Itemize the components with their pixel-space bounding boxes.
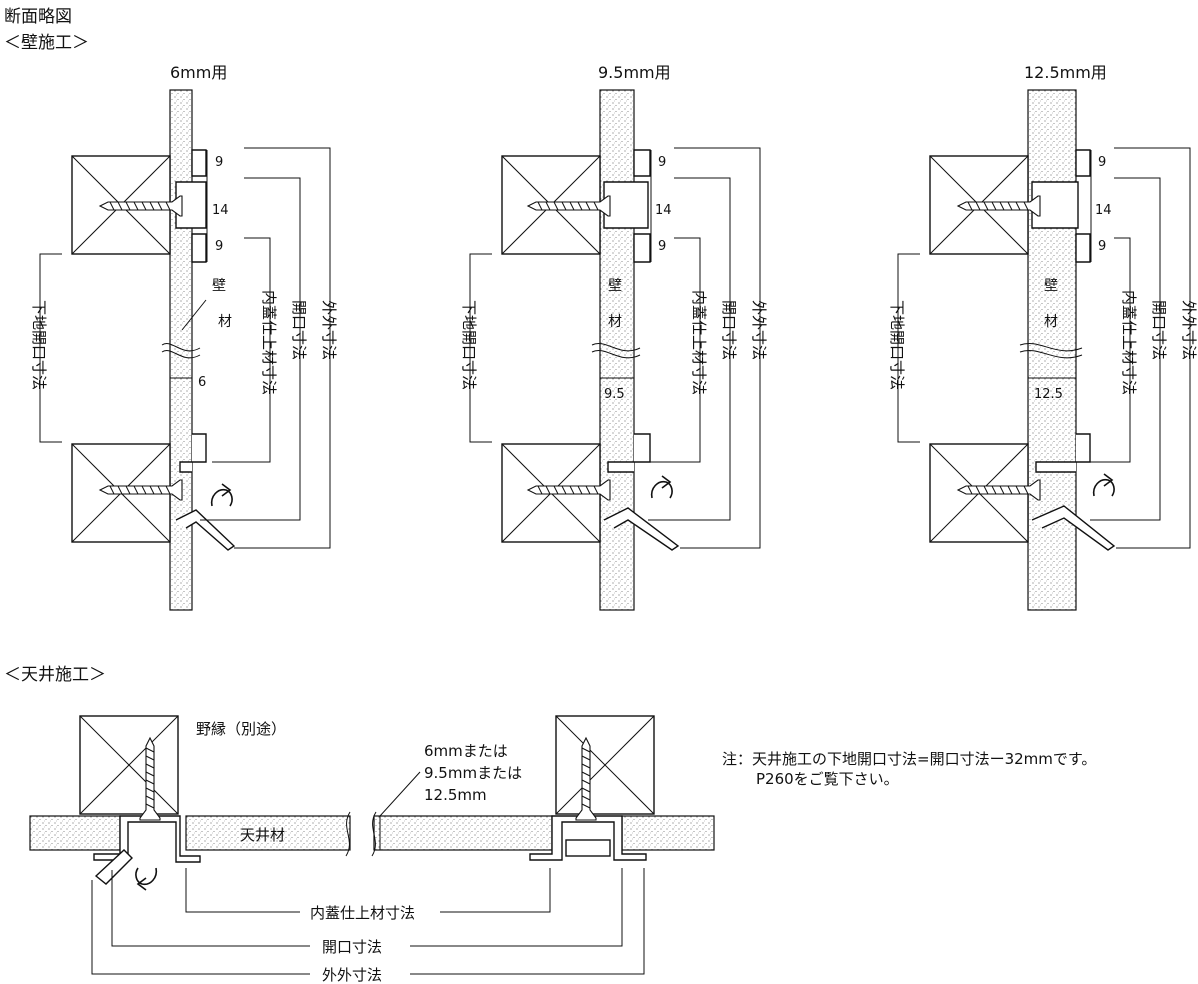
svg-text:内蓋仕上材寸法: 内蓋仕上材寸法 bbox=[1120, 290, 1138, 395]
svg-text:9.5: 9.5 bbox=[604, 387, 625, 402]
svg-text:9: 9 bbox=[658, 239, 666, 254]
svg-text:開口寸法: 開口寸法 bbox=[290, 300, 308, 360]
panel-size-label: 6mm用 bbox=[170, 63, 227, 82]
wall-panel-6mm: 6mm用 9 14 9 壁 材 6 下地開口寸法 内蓋仕上材寸法 bbox=[30, 63, 338, 611]
svg-text:材: 材 bbox=[218, 314, 232, 330]
svg-text:壁: 壁 bbox=[1044, 278, 1058, 294]
svg-text:下地開口寸法: 下地開口寸法 bbox=[888, 300, 906, 390]
svg-text:内蓋仕上材寸法: 内蓋仕上材寸法 bbox=[690, 290, 708, 395]
note-line-1: 注：天井施工の下地開口寸法=開口寸法ー32mmです。 bbox=[722, 750, 1096, 768]
svg-text:9: 9 bbox=[658, 155, 666, 170]
svg-text:材: 材 bbox=[608, 314, 622, 330]
svg-text:開口寸法: 開口寸法 bbox=[322, 938, 382, 956]
svg-text:下地開口寸法: 下地開口寸法 bbox=[30, 300, 48, 390]
panel-size-label: 9.5mm用 bbox=[598, 63, 671, 82]
svg-text:外外寸法: 外外寸法 bbox=[1180, 300, 1198, 360]
svg-text:野縁（別途）: 野縁（別途） bbox=[196, 720, 286, 738]
svg-text:12.5: 12.5 bbox=[1034, 387, 1063, 402]
svg-text:内蓋仕上材寸法: 内蓋仕上材寸法 bbox=[310, 904, 415, 922]
svg-text:9: 9 bbox=[1098, 239, 1106, 254]
svg-text:開口寸法: 開口寸法 bbox=[1150, 300, 1168, 360]
svg-text:9: 9 bbox=[215, 155, 223, 170]
note-line-2: P260をご覧下さい。 bbox=[756, 770, 899, 788]
svg-text:14: 14 bbox=[1095, 203, 1112, 218]
svg-text:下地開口寸法: 下地開口寸法 bbox=[460, 300, 478, 390]
svg-text:外外寸法: 外外寸法 bbox=[750, 300, 768, 360]
panel-size-label: 12.5mm用 bbox=[1024, 63, 1107, 82]
svg-text:9: 9 bbox=[1098, 155, 1106, 170]
svg-text:壁: 壁 bbox=[212, 278, 226, 294]
svg-text:材: 材 bbox=[1044, 314, 1058, 330]
svg-text:9: 9 bbox=[215, 239, 223, 254]
svg-text:開口寸法: 開口寸法 bbox=[720, 300, 738, 360]
svg-text:内蓋仕上材寸法: 内蓋仕上材寸法 bbox=[260, 290, 278, 395]
ceiling-section: 野縁（別途） 天井材 6mmまたは 9.5mmまたは 12.5mm 内蓋仕上材寸… bbox=[29, 715, 715, 984]
svg-text:9.5mmまたは: 9.5mmまたは bbox=[424, 764, 522, 782]
svg-text:外外寸法: 外外寸法 bbox=[322, 966, 382, 984]
svg-text:14: 14 bbox=[655, 203, 672, 218]
diagram-title: 断面略図 bbox=[4, 7, 72, 27]
ceiling-heading: ＜天井施工＞ bbox=[4, 665, 106, 685]
svg-text:天井材: 天井材 bbox=[240, 826, 285, 844]
wall-panel-12-5mm: 12.5mm用 9 14 9 壁 材 12.5 下地開口寸法 内蓋仕上材寸法 開… bbox=[888, 63, 1198, 611]
svg-text:外外寸法: 外外寸法 bbox=[320, 300, 338, 360]
wall-heading: ＜壁施工＞ bbox=[4, 33, 89, 53]
svg-text:壁: 壁 bbox=[608, 278, 622, 294]
svg-text:6: 6 bbox=[198, 375, 206, 390]
svg-text:12.5mm: 12.5mm bbox=[424, 786, 487, 804]
svg-text:6mmまたは: 6mmまたは bbox=[424, 742, 508, 760]
wall-panel-9-5mm: 9.5mm用 9 14 9 壁 材 9.5 下地開口寸法 内蓋仕上材寸法 開口寸… bbox=[460, 63, 768, 611]
svg-text:14: 14 bbox=[212, 203, 229, 218]
